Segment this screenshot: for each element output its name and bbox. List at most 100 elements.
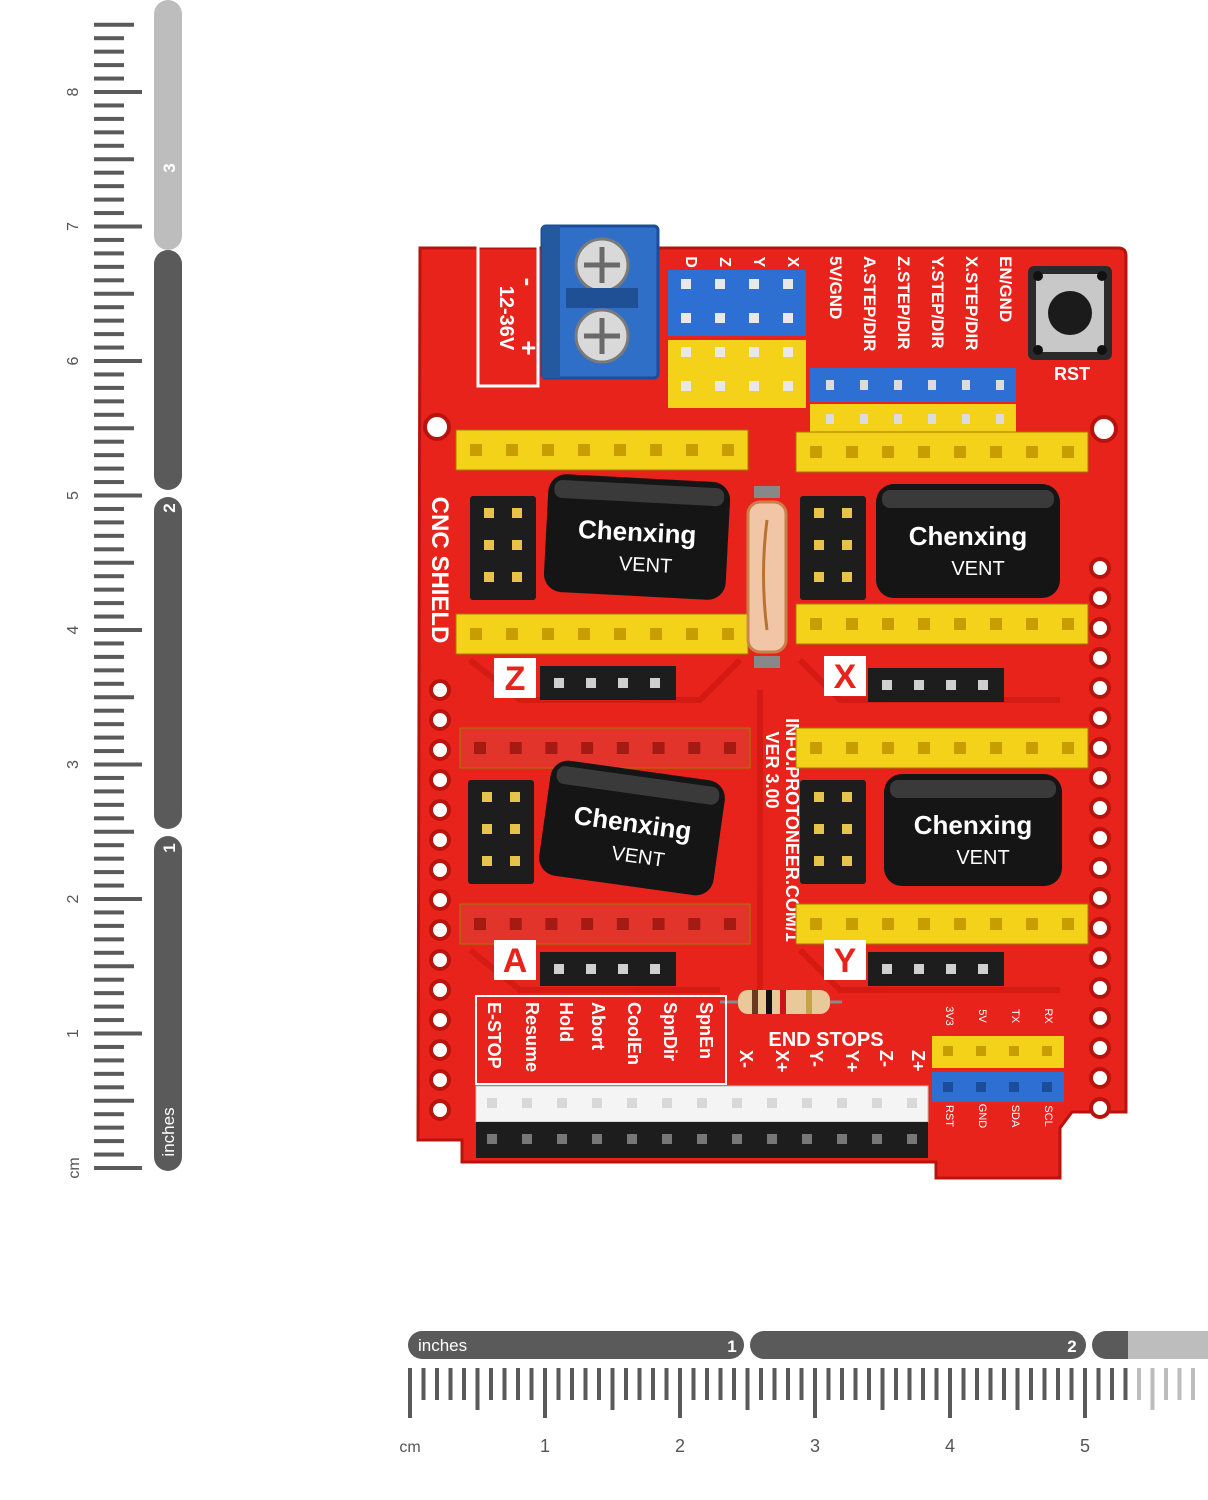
y-motor-header (868, 952, 1004, 986)
left-ruler-cm-caption: cm (66, 1157, 83, 1178)
reset-button[interactable] (1028, 266, 1112, 360)
ruler-tick (921, 1368, 925, 1400)
mounting-hole-top-left (423, 413, 451, 441)
header-pin (749, 279, 759, 289)
ruler-tick (840, 1368, 844, 1400)
ruler-tick (94, 681, 124, 686)
ruler-tick (516, 1368, 520, 1400)
edge-hole (1089, 1037, 1111, 1059)
top-pin-labels: EN/GNDX.STEP/DIRY.STEP/DIRZ.STEP/DIRA.ST… (826, 256, 1015, 351)
ruler-tick (637, 1368, 642, 1400)
ruler-tick (894, 1368, 898, 1400)
ruler-tick (610, 1368, 615, 1410)
ruler-tick (94, 385, 124, 390)
ruler-tick (759, 1368, 763, 1400)
ruler-tick (94, 116, 124, 121)
edge-hole (429, 829, 451, 851)
control-label: Hold (556, 1002, 576, 1042)
z-motor-header (540, 666, 676, 700)
board-url: INFO.PROTONEER.COM/1 (782, 718, 802, 942)
ruler-tick (826, 1368, 831, 1400)
power-minus-label: - (514, 278, 544, 287)
header-pin (928, 380, 936, 390)
capacitor-vent-label: VENT (618, 553, 672, 578)
ruler-tick (1096, 1368, 1101, 1400)
header-pin (860, 380, 868, 390)
left-ruler-cm-number: 3 (65, 760, 82, 769)
voltage-label: 12-36V (495, 286, 517, 351)
ruler-tick (94, 412, 124, 417)
edge-hole (1089, 587, 1111, 609)
a-driver-socket-top (459, 727, 751, 769)
left-ruler-cm-number: 7 (65, 222, 82, 231)
bottom-ruler-cm-number: 2 (675, 1436, 685, 1456)
edge-hole (429, 1099, 451, 1121)
ruler-tick (94, 90, 142, 94)
ruler-tick (94, 735, 124, 740)
ruler-tick (94, 237, 124, 242)
ruler-tick (94, 923, 124, 928)
end-stop-label: Y+ (842, 1050, 862, 1073)
ruler-tick (94, 547, 124, 552)
edge-hole (429, 769, 451, 791)
left-ruler-cm-number: 2 (65, 894, 82, 903)
ruler-tick (94, 305, 124, 310)
ruler-tick (408, 1368, 412, 1418)
edge-hole (1089, 1067, 1111, 1089)
ruler-tick (94, 560, 134, 565)
header-pin (681, 279, 691, 289)
ruler-tick (94, 654, 124, 659)
top-pin-label: EN/GND (996, 256, 1015, 322)
x-driver-socket-bottom (795, 603, 1089, 645)
header-pin (697, 1098, 707, 1108)
ruler-tick (94, 466, 124, 471)
ruler-tick (94, 533, 124, 538)
ruler-tick (94, 829, 134, 834)
capacitor-vent-label: VENT (956, 847, 1009, 869)
ruler-tick (94, 1166, 142, 1170)
edge-hole (429, 679, 451, 701)
driver-sections: ChenxingVENTChenxingVENTChenxingVENTChen… (455, 429, 1089, 986)
end-stop-label: Z- (876, 1050, 896, 1067)
end-stop-label: X+ (772, 1050, 792, 1073)
left-ruler-inch-caption: inches (159, 1107, 178, 1156)
ruler-tick (94, 937, 124, 942)
ruler-tick (502, 1368, 507, 1400)
edge-hole (429, 919, 451, 941)
left-ruler-inch-number-2: 2 (160, 503, 179, 512)
ruler-tick (867, 1368, 871, 1400)
header-pin (1042, 1082, 1052, 1092)
axis-a-label: A (494, 940, 536, 980)
bottom-ruler-cm-number: 5 (1080, 1436, 1090, 1456)
ruler-tick (94, 143, 124, 148)
header-pin (860, 414, 868, 424)
ruler-tick (705, 1368, 709, 1400)
end-stop-label: X- (736, 1050, 756, 1068)
ruler-tick (94, 278, 124, 283)
edge-hole (1089, 677, 1111, 699)
bottom-ruler-ticks (408, 1368, 1195, 1418)
ruler-tick (94, 372, 124, 377)
ruler-tick (94, 695, 134, 700)
ruler-tick (94, 211, 124, 216)
top-header-letter: Z (716, 257, 733, 267)
ruler-tick (94, 1125, 124, 1130)
header-pin (837, 1098, 847, 1108)
header-pin (592, 1134, 602, 1144)
header-pin (557, 1098, 567, 1108)
serial-bottom-label: SCL (1042, 1105, 1054, 1126)
ruler-tick (1083, 1368, 1087, 1418)
header-pin (996, 380, 1004, 390)
header-pin (715, 313, 725, 323)
ruler-tick (934, 1368, 939, 1400)
header-pin (681, 313, 691, 323)
ruler-tick (880, 1368, 885, 1410)
edge-hole (1089, 617, 1111, 639)
ruler-tick (94, 950, 124, 955)
header-pin (943, 1046, 953, 1056)
axis-x-label: X (824, 656, 866, 696)
